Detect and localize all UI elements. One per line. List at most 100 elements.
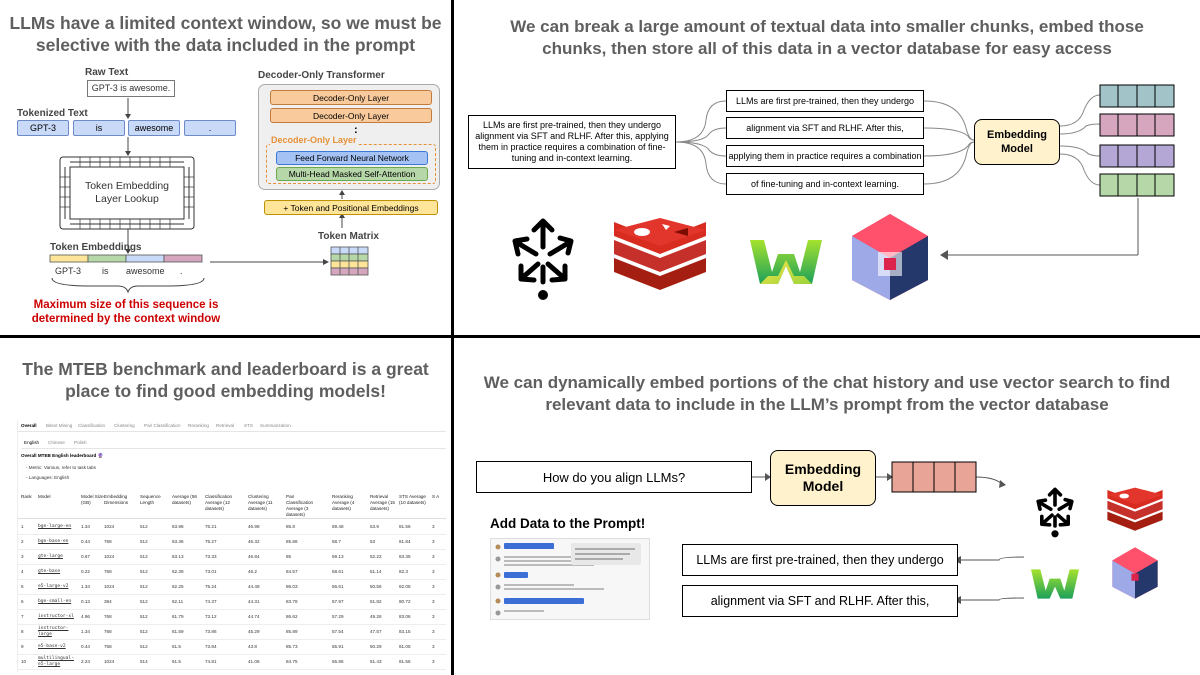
mteb-cell: 768 bbox=[104, 644, 112, 649]
mteb-column-header[interactable]: Reranking Average (4 datasets) bbox=[332, 494, 355, 511]
mteb-cell: 85.8 bbox=[286, 524, 295, 529]
mteb-tab-summarization[interactable]: Summarization bbox=[260, 423, 291, 428]
mteb-cell: 46.32 bbox=[248, 539, 260, 544]
raw-text-label: Raw Text bbox=[85, 67, 129, 78]
mteb-cell: 7 bbox=[21, 614, 24, 619]
mteb-cell: 62.25 bbox=[172, 584, 184, 589]
context-window-warning: Maximum size of this sequence is determi… bbox=[31, 299, 221, 325]
mteb-cell: 512 bbox=[140, 584, 148, 589]
mteb-cell: 49.26 bbox=[370, 614, 382, 619]
chat-screenshot bbox=[490, 538, 650, 620]
mteb-column-header[interactable]: Embedding Dimensions bbox=[104, 494, 128, 505]
mteb-model-link[interactable]: e5-base-v2 bbox=[38, 644, 66, 649]
query-box: How do you align LLMs? bbox=[476, 461, 752, 493]
mteb-cell: 384 bbox=[104, 599, 112, 604]
mteb-tab-overall[interactable]: Overall bbox=[21, 423, 37, 428]
mteb-cell: 85 bbox=[286, 554, 292, 559]
mteb-cell: 514 bbox=[140, 659, 148, 664]
mteb-cell: 512 bbox=[140, 599, 148, 604]
mteb-model-link[interactable]: gte-base bbox=[38, 569, 61, 574]
mteb-cell: 85.86 bbox=[286, 539, 298, 544]
mteb-tab-clustering[interactable]: Clustering bbox=[114, 423, 135, 428]
embedding-token-is: is bbox=[102, 266, 109, 276]
mteb-lang-english[interactable]: English bbox=[24, 440, 40, 445]
mteb-tab-bitext[interactable]: Bitext Mining bbox=[46, 423, 73, 428]
source-text-box: LLMs are first pre-trained, then they un… bbox=[468, 115, 676, 169]
mteb-column-header[interactable]: STS Average (10 datasets) bbox=[399, 494, 426, 505]
mteb-column-header[interactable]: Retrieval Average (15 datasets) bbox=[370, 494, 395, 511]
chunk-1: LLMs are first pre-trained, then they un… bbox=[726, 90, 924, 112]
mteb-cell: 512 bbox=[140, 554, 148, 559]
mteb-cell: 52.22 bbox=[370, 554, 382, 559]
panel-chat-retrieval: We can dynamically embed portions of the… bbox=[454, 338, 1200, 675]
mteb-cell: 74.81 bbox=[205, 659, 217, 664]
token-is: is bbox=[73, 120, 125, 136]
embedding-vectors bbox=[49, 254, 203, 263]
mteb-model-link[interactable]: gte-large bbox=[38, 554, 63, 559]
mteb-cell: 73.33 bbox=[205, 554, 217, 559]
mteb-column-header[interactable]: S A bbox=[432, 494, 440, 499]
mteb-cell: 3 bbox=[432, 554, 435, 559]
mteb-cell: 512 bbox=[140, 524, 148, 529]
mteb-cell: 63.13 bbox=[172, 554, 184, 559]
mteb-table: Rank Model Model Size (GB)Embedding Dimens… bbox=[18, 492, 446, 672]
mteb-column-header[interactable]: Model bbox=[38, 494, 51, 499]
mteb-cell: 83.78 bbox=[286, 599, 298, 604]
mteb-column-header[interactable]: Model Size (GB) bbox=[81, 494, 104, 505]
mteb-cell: 55.91 bbox=[332, 644, 344, 649]
panel3-title: The MTEB benchmark and leaderboard is a … bbox=[22, 359, 429, 401]
mteb-cell: 51.82 bbox=[370, 599, 382, 604]
lookup-comb bbox=[51, 98, 369, 294]
mteb-cell: 63.98 bbox=[172, 524, 184, 529]
mteb-cell: 86.62 bbox=[286, 614, 298, 619]
mteb-cell: 83.06 bbox=[399, 614, 411, 619]
mteb-lang-polish[interactable]: Polish bbox=[74, 440, 87, 445]
mteb-model-link[interactable]: instructor-xl bbox=[38, 614, 74, 619]
mteb-model-link[interactable]: multilingual-e5-large bbox=[38, 656, 74, 667]
mteb-column-header[interactable]: Average (56 datasets) bbox=[172, 494, 197, 505]
panel-vector-database: We can break a large amount of textual d… bbox=[454, 0, 1200, 335]
mteb-cell: 512 bbox=[140, 644, 148, 649]
mteb-cell: 53.9 bbox=[370, 524, 379, 529]
mteb-model-link[interactable]: bge-large-en bbox=[38, 524, 72, 529]
mteb-model-link[interactable]: bge-base-en bbox=[38, 539, 69, 544]
mteb-column-header[interactable]: Pair Classification Average (3 datasets) bbox=[286, 494, 314, 517]
mteb-column-header[interactable]: Clustering Average (11 datasets) bbox=[248, 494, 273, 511]
mteb-tab-sts[interactable]: STS bbox=[244, 423, 253, 428]
mteb-cell: 1024 bbox=[104, 554, 115, 559]
embedding-token-awesome: awesome bbox=[126, 266, 165, 276]
mteb-cell: 768 bbox=[104, 629, 112, 634]
mteb-cell: 768 bbox=[104, 614, 112, 619]
mteb-cell: 2 bbox=[21, 539, 24, 544]
mteb-model-link[interactable]: instructor-large bbox=[38, 626, 69, 637]
mteb-tab-retrieval[interactable]: Retrieval bbox=[216, 423, 235, 428]
mteb-model-link[interactable]: bge-small-en bbox=[38, 599, 72, 604]
mteb-cell: 1.34 bbox=[81, 524, 90, 529]
mteb-cell: 57.29 bbox=[332, 614, 344, 619]
mteb-cell: 81.05 bbox=[399, 644, 411, 649]
mteb-column-header[interactable]: Classification Average (12 datasets) bbox=[205, 494, 233, 511]
mteb-cell: 55.86 bbox=[332, 659, 344, 664]
decoder-title: Decoder-Only Transformer bbox=[258, 70, 385, 81]
mteb-model-link[interactable]: e5-large-v2 bbox=[38, 584, 69, 589]
mteb-cell: 76.21 bbox=[205, 524, 217, 529]
mteb-cell: 51.43 bbox=[370, 659, 382, 664]
mteb-tab-pair[interactable]: Pair Classification bbox=[144, 423, 181, 428]
mteb-column-header[interactable]: Sequence Length bbox=[140, 494, 161, 505]
mteb-column-header[interactable]: Rank bbox=[21, 494, 32, 499]
mteb-lang-chinese[interactable]: Chinese bbox=[48, 440, 65, 445]
mteb-tab-classification[interactable]: Classification bbox=[78, 423, 106, 428]
token-matrix-label: Token Matrix bbox=[318, 231, 379, 242]
mteb-cell: 53 bbox=[370, 539, 376, 544]
mteb-cell: 51.14 bbox=[370, 569, 382, 574]
mteb-cell: 512 bbox=[140, 629, 148, 634]
mteb-tab-reranking[interactable]: Reranking bbox=[188, 423, 209, 428]
mteb-cell: 74.37 bbox=[205, 599, 217, 604]
chunk-3: applying them in practice requires a com… bbox=[726, 145, 924, 167]
pinecone-like-logo-small-icon bbox=[1036, 487, 1074, 538]
mteb-tab-bar bbox=[18, 420, 446, 432]
mteb-cell: 59.13 bbox=[332, 554, 344, 559]
